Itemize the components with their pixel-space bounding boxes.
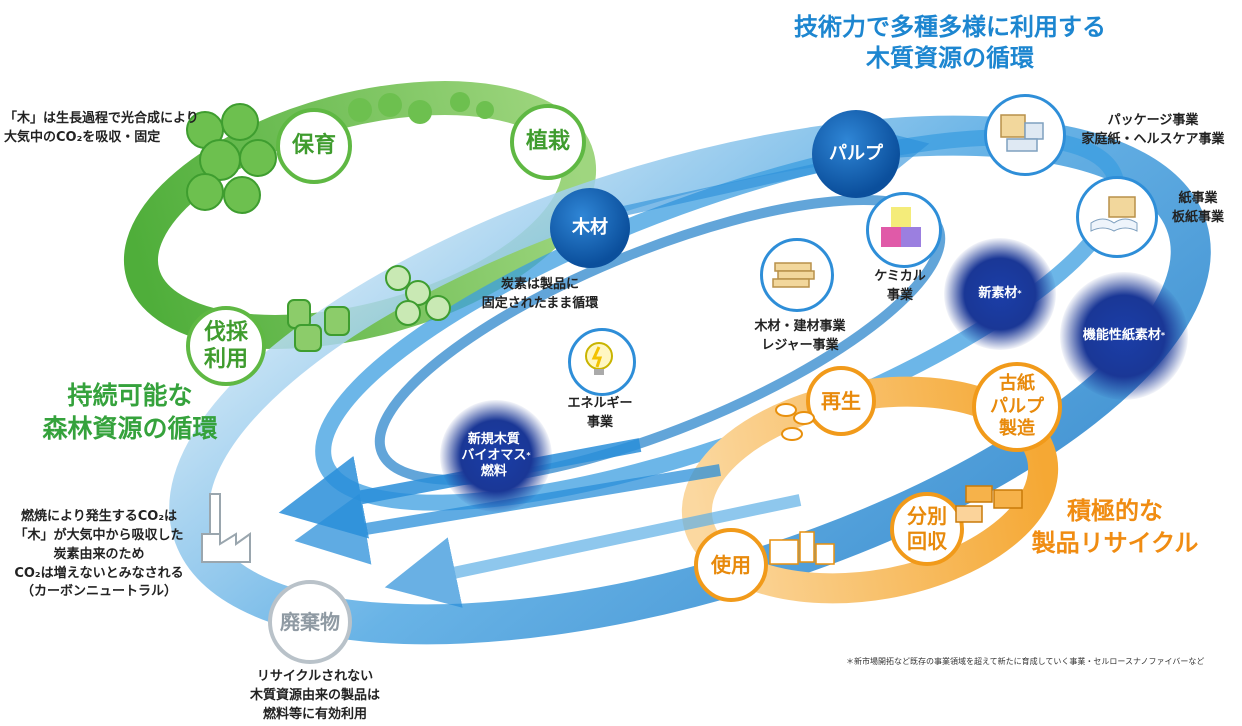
node-kinousei-label: 機能性紙素材 xyxy=(1082,327,1161,343)
package-boxes-icon xyxy=(984,94,1066,176)
node-shinki-label: 新規木質 バイオマス 燃料 xyxy=(461,431,527,480)
stumps-icon xyxy=(287,299,350,352)
node-shinsozai-label: 新素材 xyxy=(978,285,1018,301)
waste-note: リサイクルされない 木質資源由来の製品は 燃料等に有効利用 xyxy=(249,669,380,722)
flow-arrow-3 xyxy=(384,494,802,608)
lightbulb-icon xyxy=(568,328,636,396)
chemical-cubes-icon xyxy=(866,192,942,268)
combustion-note: 燃焼により発生するCO₂は 「木」が大気中から吸収した 炭素由来のため CO₂は… xyxy=(14,509,184,600)
chemical-label: ケミカル 事業 xyxy=(874,269,926,303)
node-shinki: 新規木質 バイオマス 燃料* xyxy=(440,400,552,512)
recycle-heading: 積極的な 製品リサイクル xyxy=(1031,497,1199,558)
paper-label: 紙事業 板紙事業 xyxy=(1171,191,1224,225)
node-bunbetsu: 分別 回収 xyxy=(890,492,964,566)
wood-business-label: 木材・建材事業 レジャー事業 xyxy=(754,319,846,353)
node-saisei: 再生 xyxy=(806,366,876,436)
node-kinousei-asterisk: * xyxy=(1160,331,1166,340)
node-haikibutsu: 廃棄物 xyxy=(268,580,352,664)
node-pulp: パルプ xyxy=(812,110,900,198)
tech-heading: 技術力で多種多様に利用する 木質資源の循環 xyxy=(794,13,1106,73)
cardboard-boxes-icon xyxy=(955,485,1023,523)
node-shokusai: 植栽 xyxy=(510,104,586,180)
trees-icon xyxy=(186,103,277,214)
node-mokuzai: 木材 xyxy=(550,188,630,268)
node-hoiku: 保育 xyxy=(276,108,352,184)
node-shiyou: 使用 xyxy=(694,528,768,602)
node-shinki-asterisk: * xyxy=(526,451,531,460)
energy-label: エネルギー 事業 xyxy=(567,396,633,430)
ki-note: 「木」は生長過程で光合成により 大気中のCO₂を吸収・固定 xyxy=(4,111,199,145)
node-koshi: 古紙 パルプ 製造 xyxy=(972,362,1062,452)
node-kinousei: 機能性紙素材* xyxy=(1060,272,1188,400)
toilet-rolls-icon xyxy=(775,403,815,441)
factory-icon xyxy=(201,493,251,563)
seedlings-icon xyxy=(348,92,494,124)
node-shinsozai: 新素材* xyxy=(944,238,1056,350)
node-bassai: 伐採 利用 xyxy=(186,306,266,386)
carbon-note: 炭素は製品に 固定されたまま循環 xyxy=(481,277,599,311)
paper-stack-icon xyxy=(1076,176,1158,258)
packages-icon xyxy=(769,531,835,565)
forest-heading: 持続可能な 森林資源の循環 xyxy=(42,381,218,443)
logs-icon xyxy=(385,265,451,326)
lumber-icon xyxy=(760,238,834,312)
footnote: ＊新市場開拓など既存の事業領域を超えて新たに育成していく事業・セルロースナノファ… xyxy=(846,657,1205,666)
package-label: パッケージ事業 家庭紙・ヘルスケア事業 xyxy=(1081,113,1225,147)
node-shinsozai-asterisk: * xyxy=(1017,289,1022,298)
